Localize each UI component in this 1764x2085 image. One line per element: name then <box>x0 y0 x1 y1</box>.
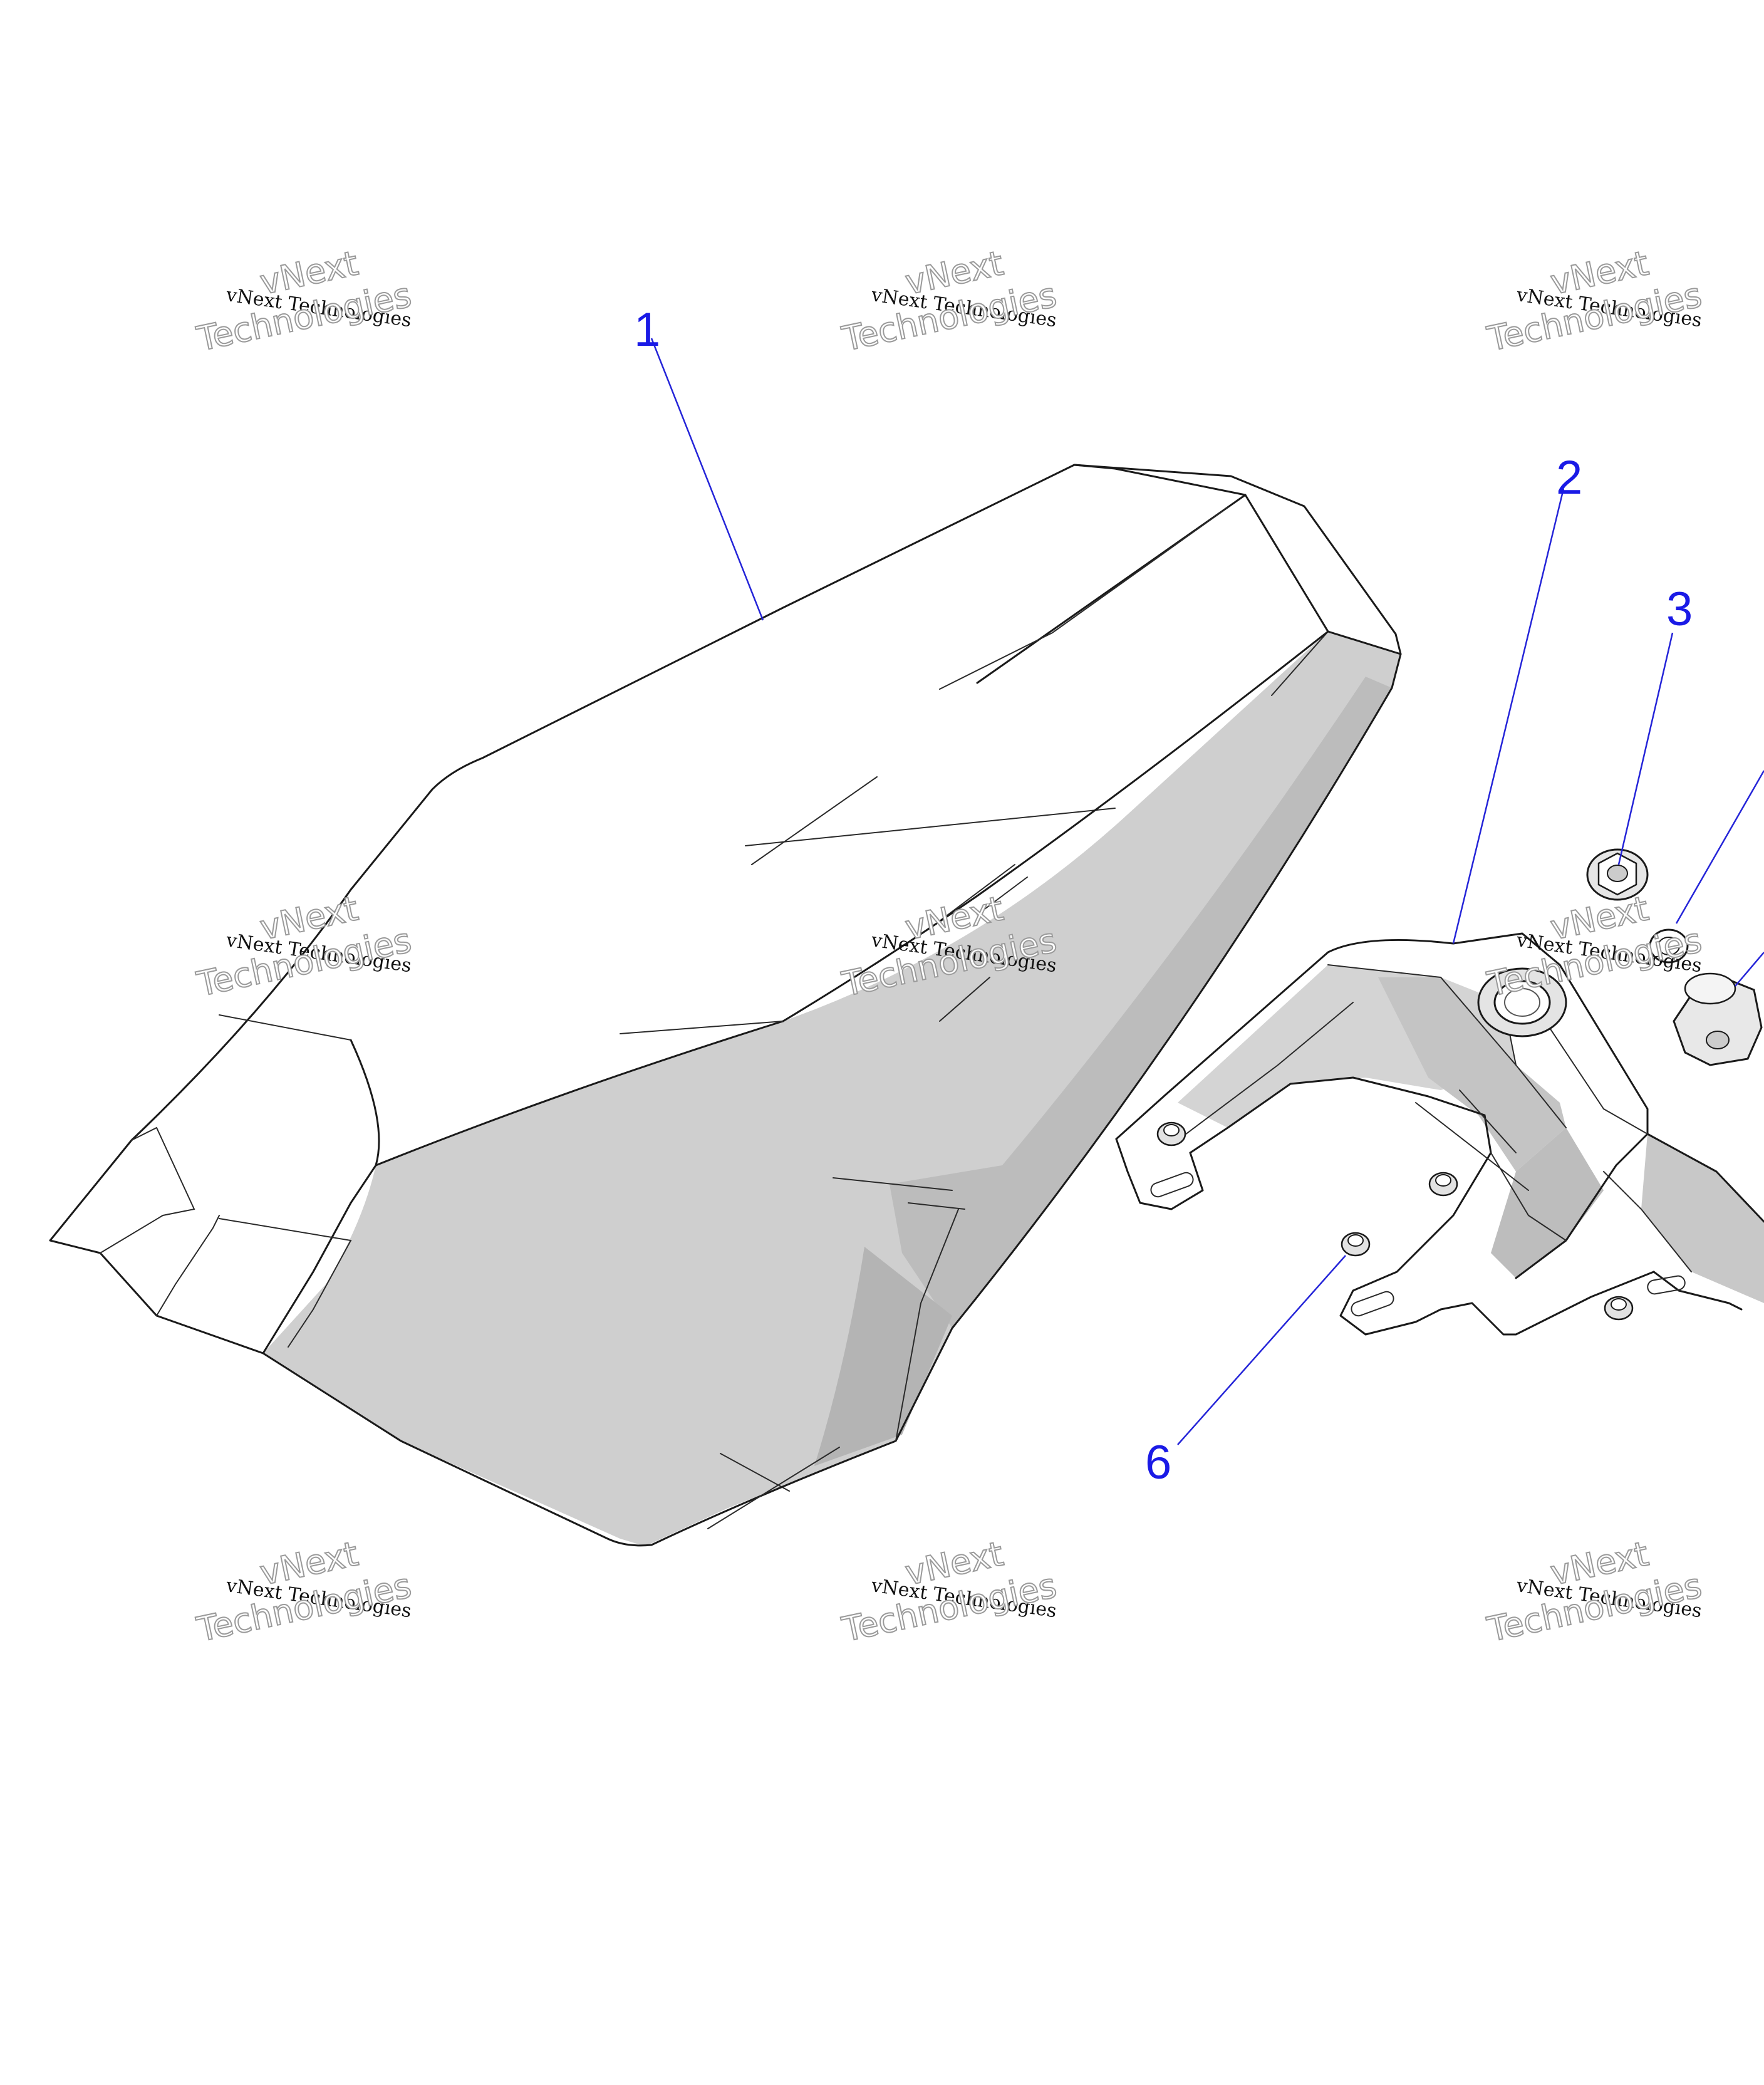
nut-part-3 <box>1586 848 1649 901</box>
leader-line-6 <box>1177 1255 1346 1445</box>
leader-line-3 <box>1617 632 1674 865</box>
callout-6: 6 <box>1145 1436 1171 1489</box>
callout-3: 3 <box>1666 583 1693 636</box>
watermark: vNext <box>901 242 1007 303</box>
leader-line-4 <box>1675 770 1764 924</box>
washer-part-4 <box>1649 928 1689 964</box>
leader-line-5 <box>1735 952 1764 987</box>
leader-line-1 <box>650 338 764 621</box>
seat-part-1 <box>49 464 1402 1547</box>
nut-part-6-d <box>1604 1296 1634 1321</box>
nut-part-6-a <box>1341 1232 1371 1257</box>
callout-2: 2 <box>1556 451 1582 504</box>
callout-1: 1 <box>634 303 660 356</box>
leader-line-2 <box>1452 488 1565 944</box>
bracket-part-2 <box>1115 932 1764 1336</box>
grommet-part-5 <box>1673 972 1763 1066</box>
nut-part-6-c <box>1428 1172 1458 1197</box>
nut-part-6-b <box>1156 1121 1186 1146</box>
svg-text:vNext: vNext <box>902 243 1007 302</box>
